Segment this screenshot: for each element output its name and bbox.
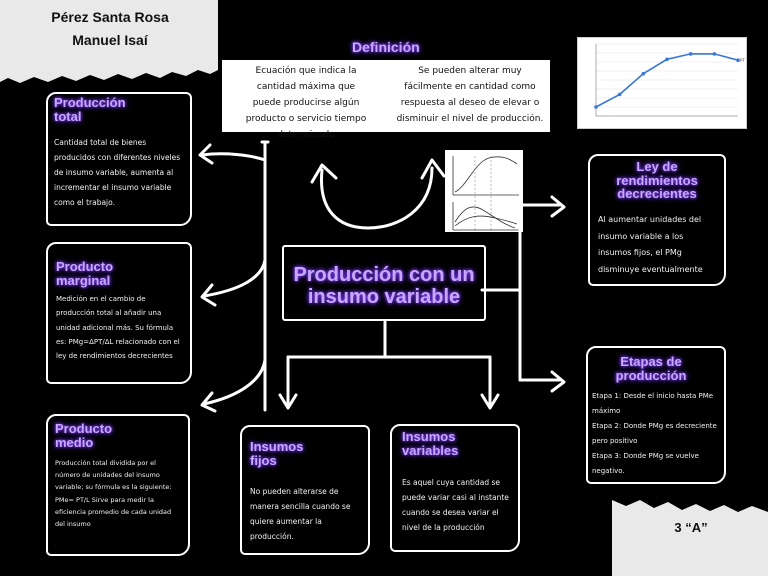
produccion-total-box [46, 92, 192, 226]
etapas-stage-3: Etapa 3: Donde PMg se vuelve negativo. [592, 452, 699, 475]
chart-point [594, 105, 598, 109]
chart-point [712, 52, 717, 56]
insumos-fijos-text: No pueden alterarse de manera sencilla c… [250, 487, 351, 541]
chart-axes [595, 44, 738, 117]
author-line-2: Manuel Isaí [72, 32, 148, 48]
etapas-stage-1: Etapa 1: Desde el inicio hasta PMe máxim… [592, 392, 714, 415]
ley-rendimientos-title: Ley de rendimientos decrecientes [616, 159, 698, 202]
producto-medio-title: Producto medio [55, 421, 113, 450]
produccion-total-title: Producción total [54, 95, 126, 124]
produccion-total-text: Cantidad total de bienes producidos con … [54, 138, 181, 207]
chart-point [736, 58, 740, 62]
ley-rendimientos-box [588, 154, 726, 286]
chart-point [665, 57, 669, 62]
insumos-fijos-title: Insumos fijos [250, 439, 304, 468]
center-title: Producción con un insumo variable [293, 264, 475, 308]
ley-rendimientos-text: Al aumentar unidades del insumo variable… [598, 215, 703, 274]
chart-point [617, 92, 622, 97]
chart-point [688, 52, 693, 56]
production-curves-figure [445, 150, 523, 232]
total-product-chart: PT [577, 37, 747, 129]
producto-medio-text: Producción total dividida por el número … [55, 459, 172, 529]
chart-point [641, 71, 646, 76]
etapas-stage-2: Etapa 2: Donde PMg es decreciente pero p… [592, 422, 717, 445]
definicion-box: Ecuación que indica la cantidad máxima q… [222, 60, 550, 140]
producto-marginal-box [46, 242, 192, 384]
author-line-1: Pérez Santa Rosa [51, 9, 169, 25]
definicion-left-text: Ecuación que indica la cantidad máxima q… [245, 66, 367, 140]
insumos-fijos-box [240, 425, 370, 555]
producto-marginal-text: Medición en el cambio de producción tota… [56, 295, 180, 361]
insumos-variables-text: Es aquel cuya cantidad se puede variar c… [402, 478, 509, 532]
group-label: 3 “A” [674, 520, 708, 535]
center-title-box [282, 245, 486, 321]
chart-series-label: PT [740, 58, 745, 63]
producto-marginal-title: Producto marginal [56, 259, 114, 288]
definicion-right-text: Se pueden alterar muy fácilmente en cant… [396, 66, 544, 124]
etapas-box [586, 346, 726, 484]
insumos-variables-box [390, 424, 520, 552]
etapas-title: Etapas de producción [615, 354, 687, 383]
producto-medio-box [46, 414, 190, 556]
insumos-variables-title: Insumos variables [402, 429, 459, 458]
definicion-title: Definición [352, 39, 420, 55]
